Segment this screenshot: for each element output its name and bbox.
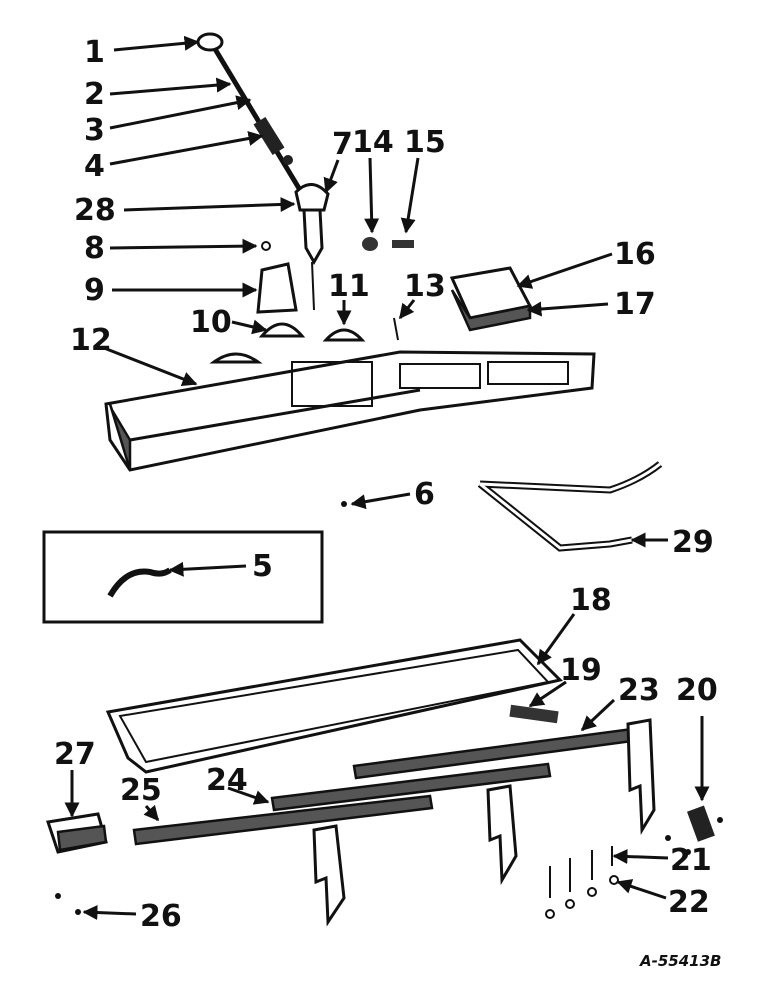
part-5-inset (42, 530, 324, 624)
part-10-cap (258, 322, 306, 338)
callout-16: 16 (614, 237, 656, 272)
callout-21: 21 (670, 843, 712, 878)
callout-10: 10 (190, 305, 232, 340)
part-24-rail (270, 762, 552, 886)
callout-23: 23 (618, 673, 660, 708)
callout-12: 12 (70, 323, 112, 358)
callout-25: 25 (120, 773, 162, 808)
callout-13: 13 (404, 269, 446, 304)
drawing-code: A-55413B (639, 952, 721, 970)
part-20-detent (665, 805, 723, 855)
callout-20: 20 (676, 673, 718, 708)
callout-29: 29 (672, 525, 714, 560)
part-26-ball (55, 893, 61, 899)
callout-28: 28 (74, 193, 116, 228)
callout-9: 9 (84, 273, 105, 308)
leader-lines (64, 35, 710, 921)
callout-7: 7 (332, 127, 353, 162)
callout-2: 2 (84, 77, 105, 112)
part-6-ball (341, 501, 347, 507)
part-12-housing (104, 350, 596, 472)
callout-labels: 1 2 3 4 5 6 7 8 9 10 11 12 13 14 15 16 1… (54, 35, 721, 970)
part-29-tube (477, 461, 663, 552)
callout-26: 26 (140, 899, 182, 934)
part-8-ball (261, 241, 271, 251)
part-23-rail (352, 718, 656, 836)
part-21-pins (549, 846, 613, 898)
callout-14: 14 (352, 125, 394, 160)
part-14-plug (362, 237, 378, 251)
callout-24: 24 (206, 763, 248, 798)
callout-27: 27 (54, 737, 96, 772)
callout-4: 4 (84, 149, 105, 184)
part-19-strip (509, 704, 559, 724)
part-15-pin (392, 240, 414, 248)
part-16-17-cover (449, 266, 533, 332)
part-25-rail (132, 794, 434, 927)
callout-19: 19 (560, 653, 602, 688)
callout-3: 3 (84, 113, 105, 148)
callout-22: 22 (668, 885, 710, 920)
part-18-gasket (105, 638, 563, 774)
callout-18: 18 (570, 583, 612, 618)
part-27-block (46, 812, 108, 854)
part-9-tower (256, 262, 298, 314)
callout-17: 17 (614, 287, 656, 322)
callout-8: 8 (84, 231, 105, 266)
callout-1: 1 (84, 35, 105, 70)
callout-15: 15 (404, 125, 446, 160)
callout-6: 6 (414, 477, 435, 512)
part-11-cap (322, 328, 366, 342)
part-13-screw (393, 317, 399, 341)
part-26-ball (75, 909, 81, 915)
shift-lever (196, 32, 330, 311)
callout-11: 11 (328, 269, 370, 304)
callout-5: 5 (252, 549, 273, 584)
part-22-balls (545, 875, 619, 919)
